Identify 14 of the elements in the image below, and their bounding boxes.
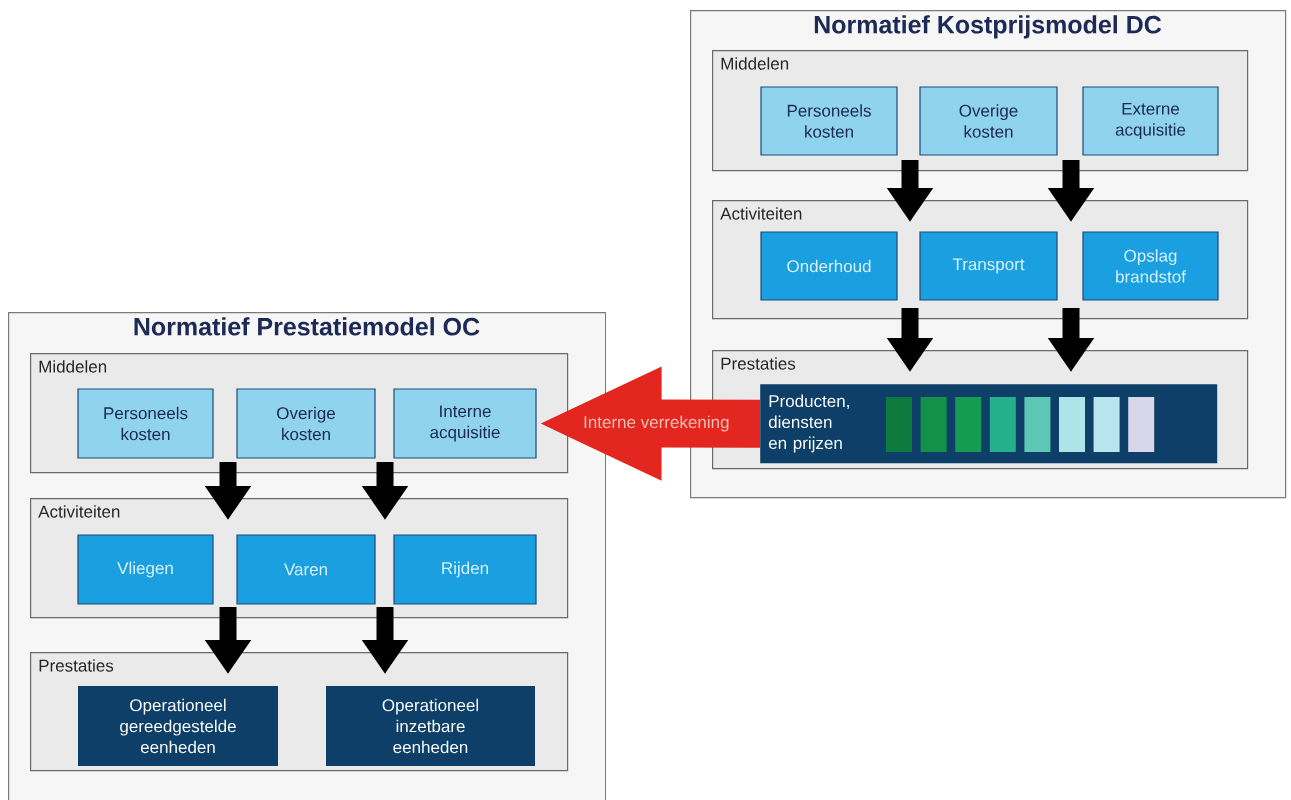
output-box: Operationeel inzetbare eenheden: [326, 686, 535, 766]
activity-box: Opslag brandstof: [1082, 231, 1219, 301]
activity-box: Varen: [236, 534, 376, 605]
output-box: Operationeel gereedgestelde eenheden: [78, 686, 278, 766]
activity-box: Vliegen: [77, 534, 214, 605]
resource-box: Personeels kosten: [77, 388, 214, 459]
activity-box: Rijden: [393, 534, 537, 605]
resource-box: Overige kosten: [236, 388, 376, 459]
resource-box: Overige kosten: [919, 86, 1058, 156]
resource-box: Externe acquisitie: [1082, 86, 1219, 156]
resource-box: Personeels kosten: [760, 86, 898, 156]
resource-box: Interne acquisitie: [393, 388, 537, 459]
activity-box: Transport: [919, 231, 1058, 301]
activity-box: Onderhoud: [760, 231, 898, 301]
